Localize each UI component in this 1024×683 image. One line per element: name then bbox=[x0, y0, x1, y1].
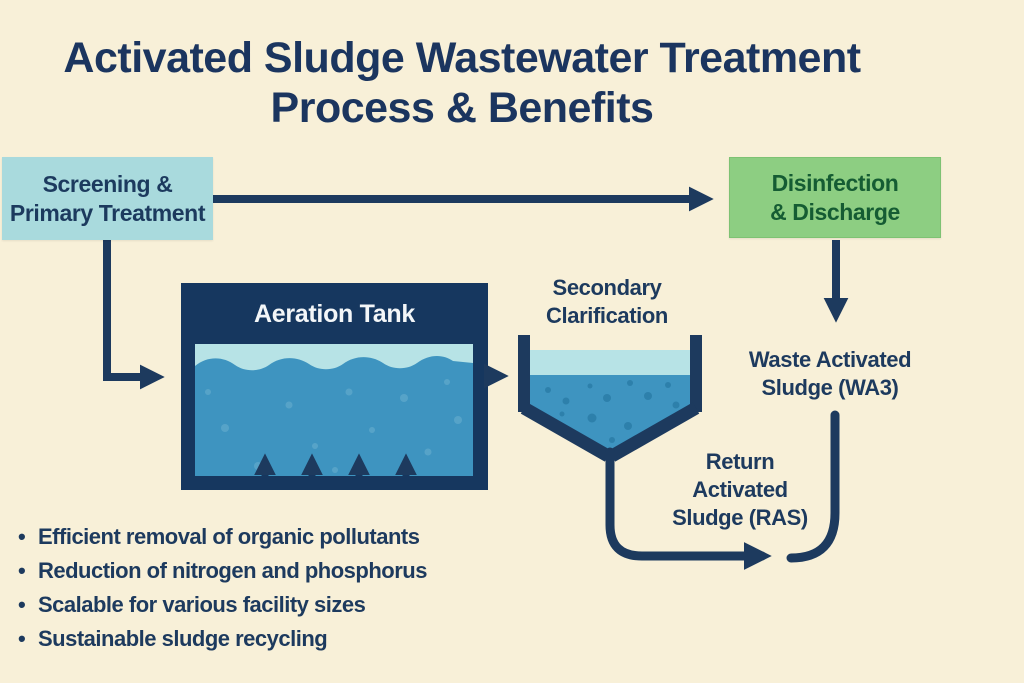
page-title-line2: Process & Benefits bbox=[270, 84, 654, 132]
benefit-item: • Sustainable sludge recycling bbox=[18, 622, 498, 656]
bullet-icon: • bbox=[18, 524, 26, 549]
tank-water bbox=[195, 355, 473, 476]
benefit-item: • Efficient removal of organic pollutant… bbox=[18, 520, 498, 554]
aeration-tank-label: Aeration Tank bbox=[254, 300, 415, 328]
benefit-item: • Scalable for various facility sizes bbox=[18, 588, 498, 622]
benefit-text: Reduction of nitrogen and phosphorus bbox=[38, 558, 427, 583]
ras-return-elbow bbox=[786, 410, 840, 563]
benefit-text: Efficient removal of organic pollutants bbox=[38, 524, 420, 549]
screening-primary-treatment-box: Screening & Primary Treatment bbox=[2, 157, 213, 240]
screening-label-line1: Screening & bbox=[42, 170, 173, 197]
return-activated-sludge-label: Return Activated Sludge (RAS) bbox=[640, 448, 840, 532]
return-activated-sludge-line1: Return bbox=[705, 449, 775, 474]
waste-activated-sludge-line1: Waste Activated bbox=[748, 347, 912, 372]
bullet-icon: • bbox=[18, 592, 26, 617]
benefit-text: Sustainable sludge recycling bbox=[38, 626, 328, 651]
flow-arrow-screening-to-aeration bbox=[103, 240, 165, 390]
aeration-tank bbox=[181, 283, 488, 490]
benefits-list: • Efficient removal of organic pollutant… bbox=[18, 520, 498, 656]
bullet-icon: • bbox=[18, 558, 26, 583]
disinfection-label-line2: & Discharge bbox=[770, 198, 900, 225]
disinfection-discharge-box: Disinfection & Discharge bbox=[729, 157, 941, 238]
page-title-line1: Activated Sludge Wastewater Treatment bbox=[63, 34, 861, 82]
benefit-text: Scalable for various facility sizes bbox=[38, 592, 366, 617]
bullet-icon: • bbox=[18, 626, 26, 651]
screening-label-line2: Primary Treatment bbox=[9, 199, 206, 226]
secondary-clarification-line1: Secondary bbox=[552, 275, 662, 300]
flow-arrow-ras-pipe bbox=[605, 447, 772, 570]
aeration-bubble-arrows bbox=[254, 453, 417, 489]
clarifier-particles bbox=[545, 380, 680, 443]
clarifier-surface bbox=[530, 350, 690, 375]
return-activated-sludge-line3: Sludge (RAS) bbox=[672, 505, 808, 530]
secondary-clarification-label: Secondary Clarification bbox=[507, 274, 707, 330]
waste-activated-sludge-line2: Sludge (WA3) bbox=[761, 375, 899, 400]
waste-activated-sludge-label: Waste Activated Sludge (WA3) bbox=[730, 346, 930, 402]
return-activated-sludge-line2: Activated bbox=[692, 477, 788, 502]
secondary-clarification-line2: Clarification bbox=[546, 303, 668, 328]
secondary-clarifier bbox=[518, 335, 702, 462]
page-title: Activated Sludge Wastewater Treatment Pr… bbox=[0, 33, 924, 133]
benefit-item: • Reduction of nitrogen and phosphorus bbox=[18, 554, 498, 588]
disinfection-label-line1: Disinfection bbox=[771, 169, 899, 196]
